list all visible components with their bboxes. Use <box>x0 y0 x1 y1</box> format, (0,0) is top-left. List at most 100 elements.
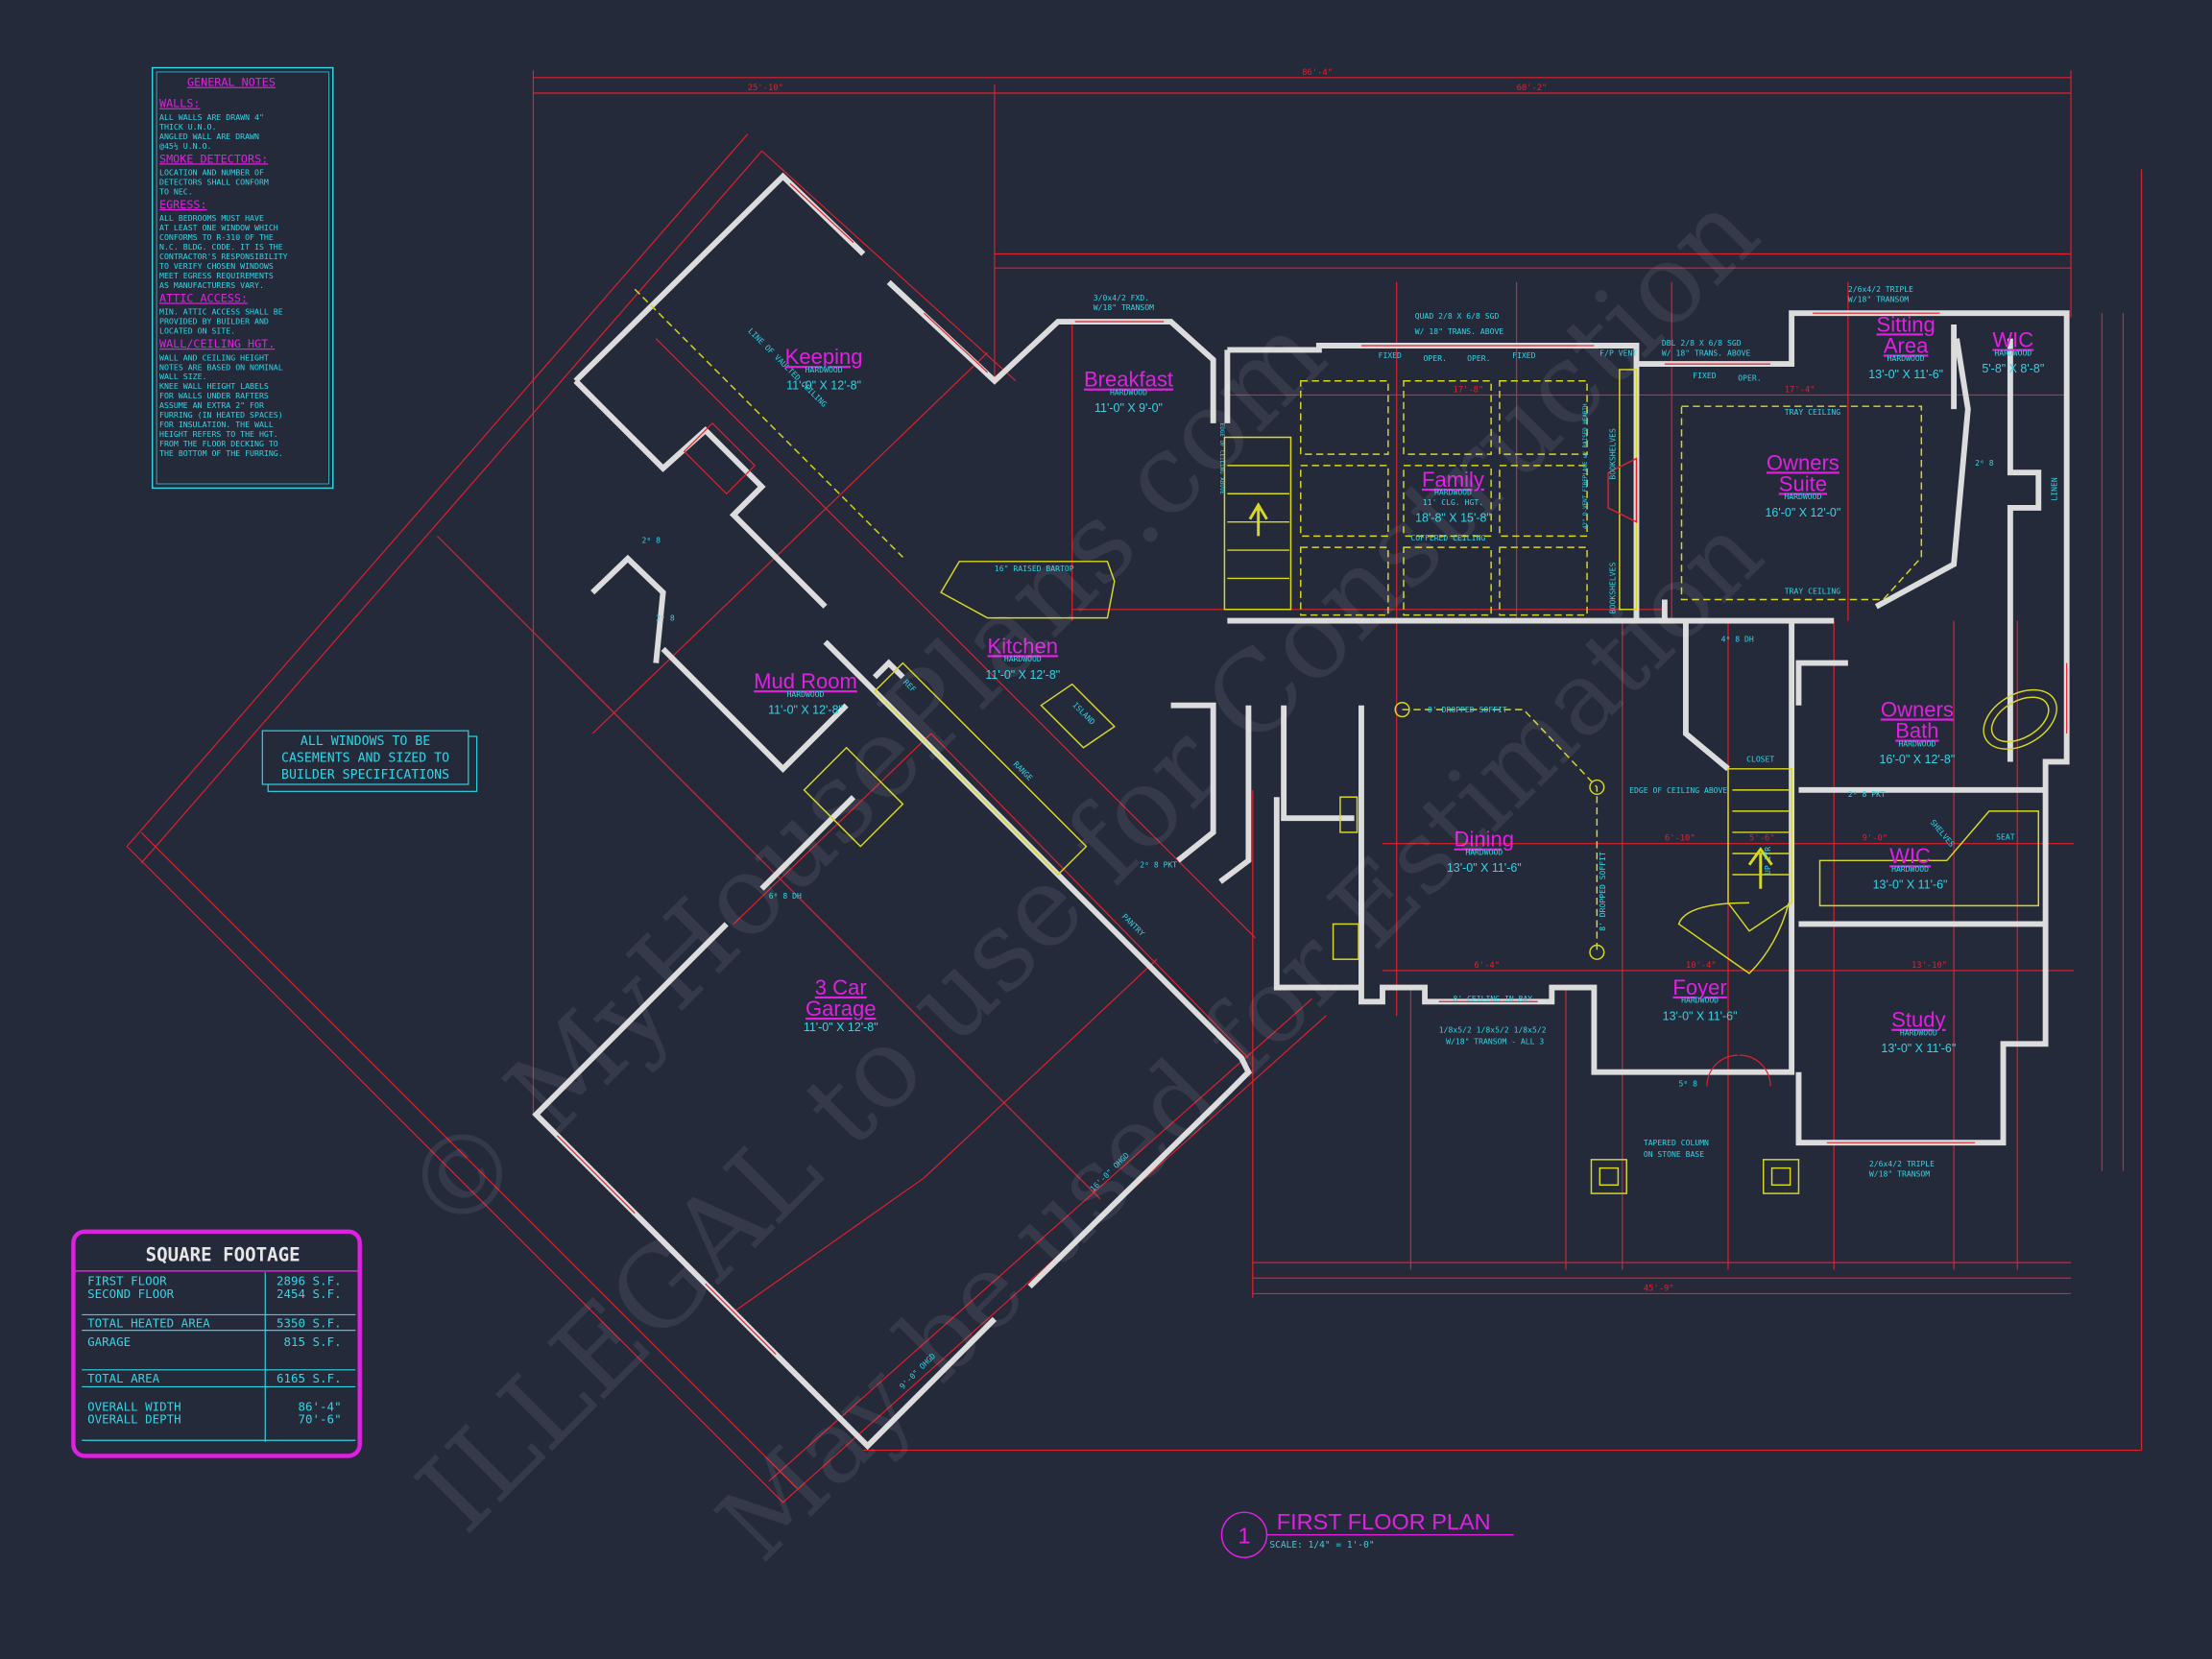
windows-note-line: ALL WINDOWS TO BE <box>301 734 430 749</box>
annotation: 2/6x4/2 TRIPLE <box>1869 1159 1935 1168</box>
annotation: OPER. <box>1424 353 1447 363</box>
overall-width-dimension: 86'-4" <box>1302 68 1333 78</box>
room-size: 5'-8" X 8'-8" <box>1982 362 2044 375</box>
room-size: 16'-0" X 12'-0" <box>1765 506 1840 519</box>
annotation: QUAD 2/8 X 6/8 SGD <box>1415 311 1500 321</box>
annotation: SEAT <box>1996 831 2015 841</box>
row-label: TOTAL AREA <box>87 1371 160 1385</box>
dimension-label: 6'-10" <box>1665 834 1695 844</box>
notes-line: WALL AND CEILING HEIGHT <box>159 352 269 362</box>
room-name: Mud Room <box>754 669 857 693</box>
room-flooring: HARDWOOD <box>1994 348 2032 357</box>
room-name: 3 Car <box>815 975 867 999</box>
dimension-label: 45'-9" <box>1644 1284 1674 1293</box>
room-name: Keeping <box>785 345 863 369</box>
notes-line: KNEE WALL HEIGHT LABELS <box>159 381 269 391</box>
annotation: W/18" TRANSOM - ALL 3 <box>1446 1036 1544 1046</box>
square-footage-title: SQUARE FOOTAGE <box>146 1244 301 1266</box>
room-name: Sitting <box>1877 312 1936 336</box>
tapered-column <box>1763 1159 1800 1194</box>
row-label: OVERALL DEPTH <box>87 1412 181 1427</box>
room-size: 13'-0" X 11'-6" <box>1873 878 1948 892</box>
annotation: BOOKSHELVES <box>1607 563 1617 614</box>
dimension-lines <box>126 70 2143 1503</box>
room-size: 11'-0" X 12'-8" <box>786 379 861 393</box>
windows-note: ALL WINDOWS TO BE CASEMENTS AND SIZED TO… <box>261 730 478 792</box>
stair <box>1223 436 1292 611</box>
room-size: 11'-0" X 12'-8" <box>768 704 843 717</box>
tapered-column <box>1590 1159 1627 1194</box>
dimension-label: 13'-10" <box>1911 961 1947 971</box>
notes-line: @45½ U.N.O. <box>159 141 211 151</box>
room-name: Study <box>1891 1008 1945 1032</box>
row-value: 86'-4" <box>299 1399 342 1413</box>
room-size: 13'-0" X 11'-6" <box>1447 861 1522 875</box>
stair-up-arrow-icon <box>1248 502 1268 537</box>
annotation: UP 17R <box>1763 847 1772 875</box>
windows <box>556 182 2068 1356</box>
square-footage-row: TOTAL AREA 6165 S.F. <box>87 1371 341 1385</box>
notes-line: FROM THE FLOOR DECKING TO <box>159 439 278 448</box>
notes-line: NOTES ARE BASED ON NOMINAL <box>159 362 283 372</box>
row-value: 6165 S.F. <box>276 1371 342 1385</box>
notes-heading: ATTIC ACCESS: <box>159 291 248 304</box>
room-name: Foyer <box>1672 975 1726 999</box>
room-name: Garage <box>805 997 876 1021</box>
notes-line: AS MANUFACTURERS VARY. <box>159 280 264 290</box>
drawing-number: 1 <box>1238 1524 1250 1549</box>
room-ceiling-height: 11' CLG. HGT. <box>1423 497 1483 507</box>
notes-line: LOCATION AND NUMBER OF <box>159 167 264 177</box>
room-flooring: HARDWOOD <box>1887 353 1925 363</box>
row-value: 5350 S.F. <box>276 1316 342 1331</box>
dimension-label: 25'-10" <box>748 84 783 93</box>
annotation: DBL 2/8 X 6/8 SGD <box>1662 338 1742 348</box>
coffered-ceiling-grid <box>1300 380 1588 616</box>
notes-line: HEIGHT REFERS TO THE HGT. <box>159 429 278 439</box>
annotation: FIXED <box>1379 350 1402 360</box>
room-size: 11'-0" X 12'-8" <box>804 1021 878 1034</box>
kitchen-bartop <box>940 561 1116 619</box>
notes-line: THE BOTTOM OF THE FURRING. <box>159 448 283 458</box>
notes-line: ALL BEDROOMS MUST HAVE <box>159 213 264 223</box>
annotation: 8' CEILING IN BAY <box>1453 994 1532 1003</box>
room-name: Breakfast <box>1084 368 1173 392</box>
annotation: OPER. <box>1467 353 1490 363</box>
door-tag: 2⁶ 8 <box>642 536 661 545</box>
door-tag: 4⁰ 8 DH <box>1721 635 1754 644</box>
kitchen-island <box>1040 683 1116 749</box>
fixtures <box>634 288 2057 1194</box>
general-notes-panel: GENERAL NOTES WALLS:ALL WALLS ARE DRAWN … <box>151 66 334 490</box>
dimension-label: 17'-4" <box>1785 385 1815 395</box>
door-tag: 5⁰ 8 <box>1679 1078 1698 1088</box>
notes-heading: EGRESS: <box>159 198 207 211</box>
room-flooring: HARDWOOD <box>1891 864 1929 874</box>
door-tag: 2⁶ 8 PKT <box>1140 860 1177 870</box>
tray-ceiling-outline <box>1680 405 1923 601</box>
annotation: LINEN <box>2049 477 2058 500</box>
notes-line: FURRING (IN HEATED SPACES) <box>159 410 283 420</box>
foyer-stair <box>1727 768 1792 932</box>
notes-line: CONFORMS TO R-310 OF THE <box>159 232 274 242</box>
room-size: 18'-8" X 15'-8" <box>1415 512 1491 525</box>
room-flooring: HARDWOOD <box>1465 847 1503 856</box>
notes-line: FOR INSULATION. THE WALL <box>159 420 274 429</box>
row-label: GARAGE <box>87 1334 131 1349</box>
dimension-label: 9'-0" <box>1863 834 1887 844</box>
row-label: SECOND FLOOR <box>87 1286 175 1301</box>
drawing-title: FIRST FLOOR PLAN <box>1277 1509 1491 1534</box>
annotation: W/18" TRANSOM <box>1094 302 1154 312</box>
room-size: 16'-0" X 12'-8" <box>1880 753 1956 766</box>
vaulted-ceiling-line <box>634 288 903 558</box>
annotation: F/P VENT <box>1599 348 1637 357</box>
